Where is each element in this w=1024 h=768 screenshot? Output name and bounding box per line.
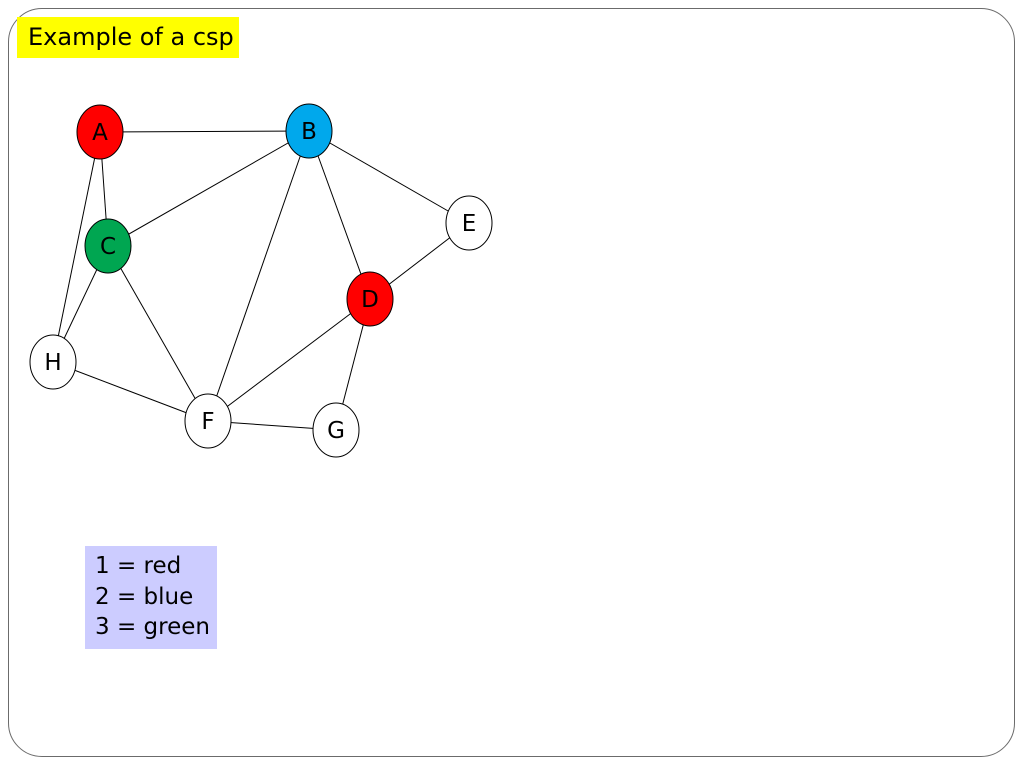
node-c-circle (84, 218, 132, 274)
node-b: B (285, 103, 333, 159)
node-c-label: C (100, 234, 116, 260)
edge-a-h (52, 131, 101, 363)
edge-b-e (308, 130, 470, 224)
edge-a-b (99, 130, 310, 133)
node-e-label: E (462, 211, 477, 237)
edge-c-f (107, 245, 209, 422)
node-b-label: B (301, 119, 317, 145)
node-d: D (346, 271, 394, 327)
node-c: C (84, 218, 132, 274)
edge-d-f (207, 298, 371, 422)
node-g-label: G (327, 418, 345, 444)
graph-nodes: A B C D E F G H (29, 103, 493, 458)
node-a: A (76, 104, 124, 160)
edge-b-c (107, 130, 310, 247)
node-f-circle (184, 393, 232, 449)
color-legend: 1 = red 2 = blue 3 = green (85, 546, 217, 649)
edge-b-d (308, 130, 371, 300)
node-g-circle (312, 402, 360, 458)
graph-edges (52, 130, 470, 431)
node-a-circle (76, 104, 124, 160)
node-f: F (184, 393, 232, 449)
edge-h-f (52, 361, 209, 422)
node-f-label: F (201, 409, 214, 435)
legend-item-red: 1 = red (95, 553, 182, 579)
node-d-circle (346, 271, 394, 327)
node-h-label: H (44, 350, 61, 376)
node-e: E (445, 195, 493, 251)
node-d-label: D (361, 287, 379, 313)
node-g: G (312, 402, 360, 458)
node-a-label: A (92, 120, 108, 146)
node-h-circle (29, 334, 77, 390)
legend-item-blue: 2 = blue (95, 583, 194, 610)
node-e-circle (445, 195, 493, 251)
node-h: H (29, 334, 77, 390)
edge-b-f (207, 130, 310, 422)
slide-title: Example of a csp (17, 17, 239, 58)
legend-item-green: 3 = green (95, 614, 210, 640)
node-b-circle (285, 103, 333, 159)
